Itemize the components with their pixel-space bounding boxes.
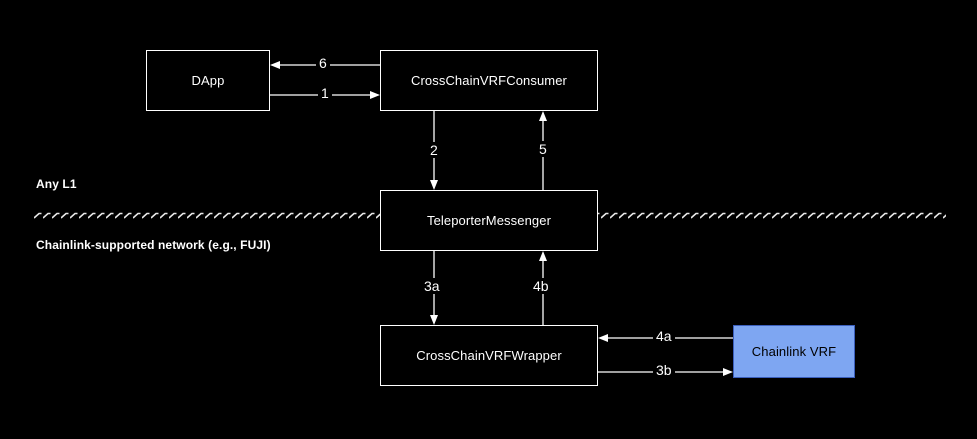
- zone-label-any-l1: Any L1: [36, 177, 77, 191]
- edge-6-label: 6: [316, 55, 330, 71]
- node-chainlink-vrf-label: Chainlink VRF: [751, 343, 837, 359]
- edge-5-label: 5: [536, 141, 550, 157]
- node-teleportermessenger-label: TeleporterMessenger: [426, 212, 552, 228]
- node-teleportermessenger[interactable]: TeleporterMessenger: [380, 190, 598, 251]
- edge-3b-label: 3b: [653, 362, 675, 378]
- node-dapp[interactable]: DApp: [146, 50, 270, 111]
- node-chainlink-vrf[interactable]: Chainlink VRF: [733, 325, 855, 378]
- edge-4b-label: 4b: [530, 278, 552, 294]
- node-dapp-label: DApp: [191, 72, 225, 88]
- node-crosschainvrfconsumer-label: CrossChainVRFConsumer: [411, 72, 567, 88]
- edge-3a-label: 3a: [421, 278, 443, 294]
- node-crosschainvrfconsumer[interactable]: CrossChainVRFConsumer: [380, 50, 598, 111]
- zone-label-chainlink-network: Chainlink-supported network (e.g., FUJI): [36, 238, 271, 252]
- edge-2-label: 2: [427, 142, 441, 158]
- node-crosschainvrfwrapper-label: CrossChainVRFWrapper: [416, 347, 562, 363]
- node-crosschainvrfwrapper[interactable]: CrossChainVRFWrapper: [380, 325, 598, 386]
- edge-1-label: 1: [318, 85, 332, 101]
- edge-4a-label: 4a: [653, 328, 675, 344]
